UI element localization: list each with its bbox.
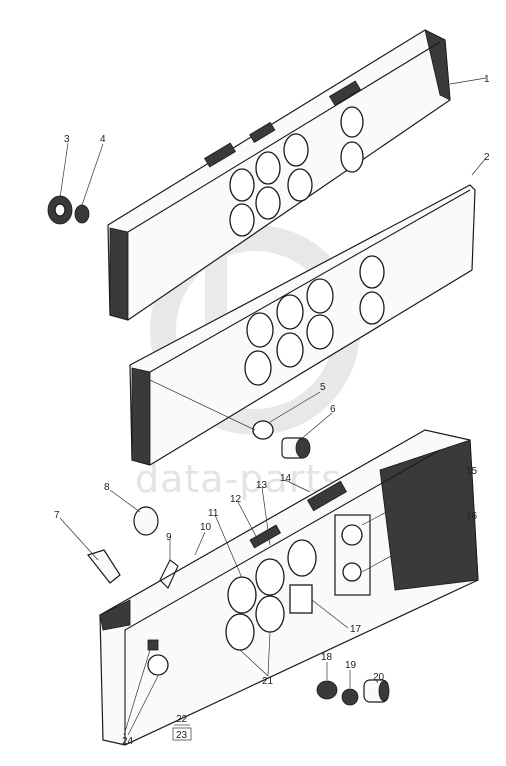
- label-3: 3: [64, 134, 70, 145]
- loose-parts: [47, 195, 390, 706]
- label-21: 21: [262, 676, 274, 687]
- panel-top: [107, 29, 451, 321]
- panel-bottom: [99, 429, 479, 746]
- panel-middle: [129, 184, 476, 466]
- label-8: 8: [104, 482, 110, 493]
- label-15: 15: [466, 466, 478, 477]
- label-17: 17: [350, 624, 362, 635]
- label-9: 9: [166, 532, 172, 543]
- label-18: 18: [321, 652, 333, 663]
- label-14: 14: [280, 473, 292, 484]
- panel-middle-end-shading: [131, 367, 151, 466]
- part-5-ring: [252, 420, 274, 440]
- part-18-nut: [316, 680, 338, 700]
- label-6: 6: [330, 404, 336, 415]
- label-7: 7: [54, 510, 60, 521]
- part-19-nut: [341, 688, 359, 706]
- label-5: 5: [320, 382, 326, 393]
- label-20: 20: [373, 672, 385, 683]
- label-16: 16: [466, 511, 478, 522]
- label-10: 10: [200, 522, 212, 533]
- label-24: 24: [122, 736, 134, 747]
- label-11: 11: [208, 508, 219, 519]
- label-22: 22: [176, 714, 188, 725]
- label-23: 23: [176, 730, 188, 741]
- label-1: 1: [484, 74, 490, 85]
- panel-bottom-left-shading: [99, 599, 131, 631]
- label-2: 2: [484, 152, 490, 163]
- label-12: 12: [230, 494, 242, 505]
- label-13: 13: [256, 480, 268, 491]
- leader-lines: [59, 77, 487, 736]
- part-labels: 1 2 3 4 5 6 7 8 9 10 11 12 13 14 15 16 1…: [54, 74, 490, 747]
- part-7-switch: [86, 549, 121, 584]
- label-4: 4: [100, 134, 106, 145]
- label-19: 19: [345, 660, 357, 671]
- watermark-text: data-parts: [135, 457, 342, 501]
- panel-top-end-shading: [109, 227, 129, 321]
- part-4-washer: [74, 204, 90, 224]
- part-8-cap: [133, 506, 159, 536]
